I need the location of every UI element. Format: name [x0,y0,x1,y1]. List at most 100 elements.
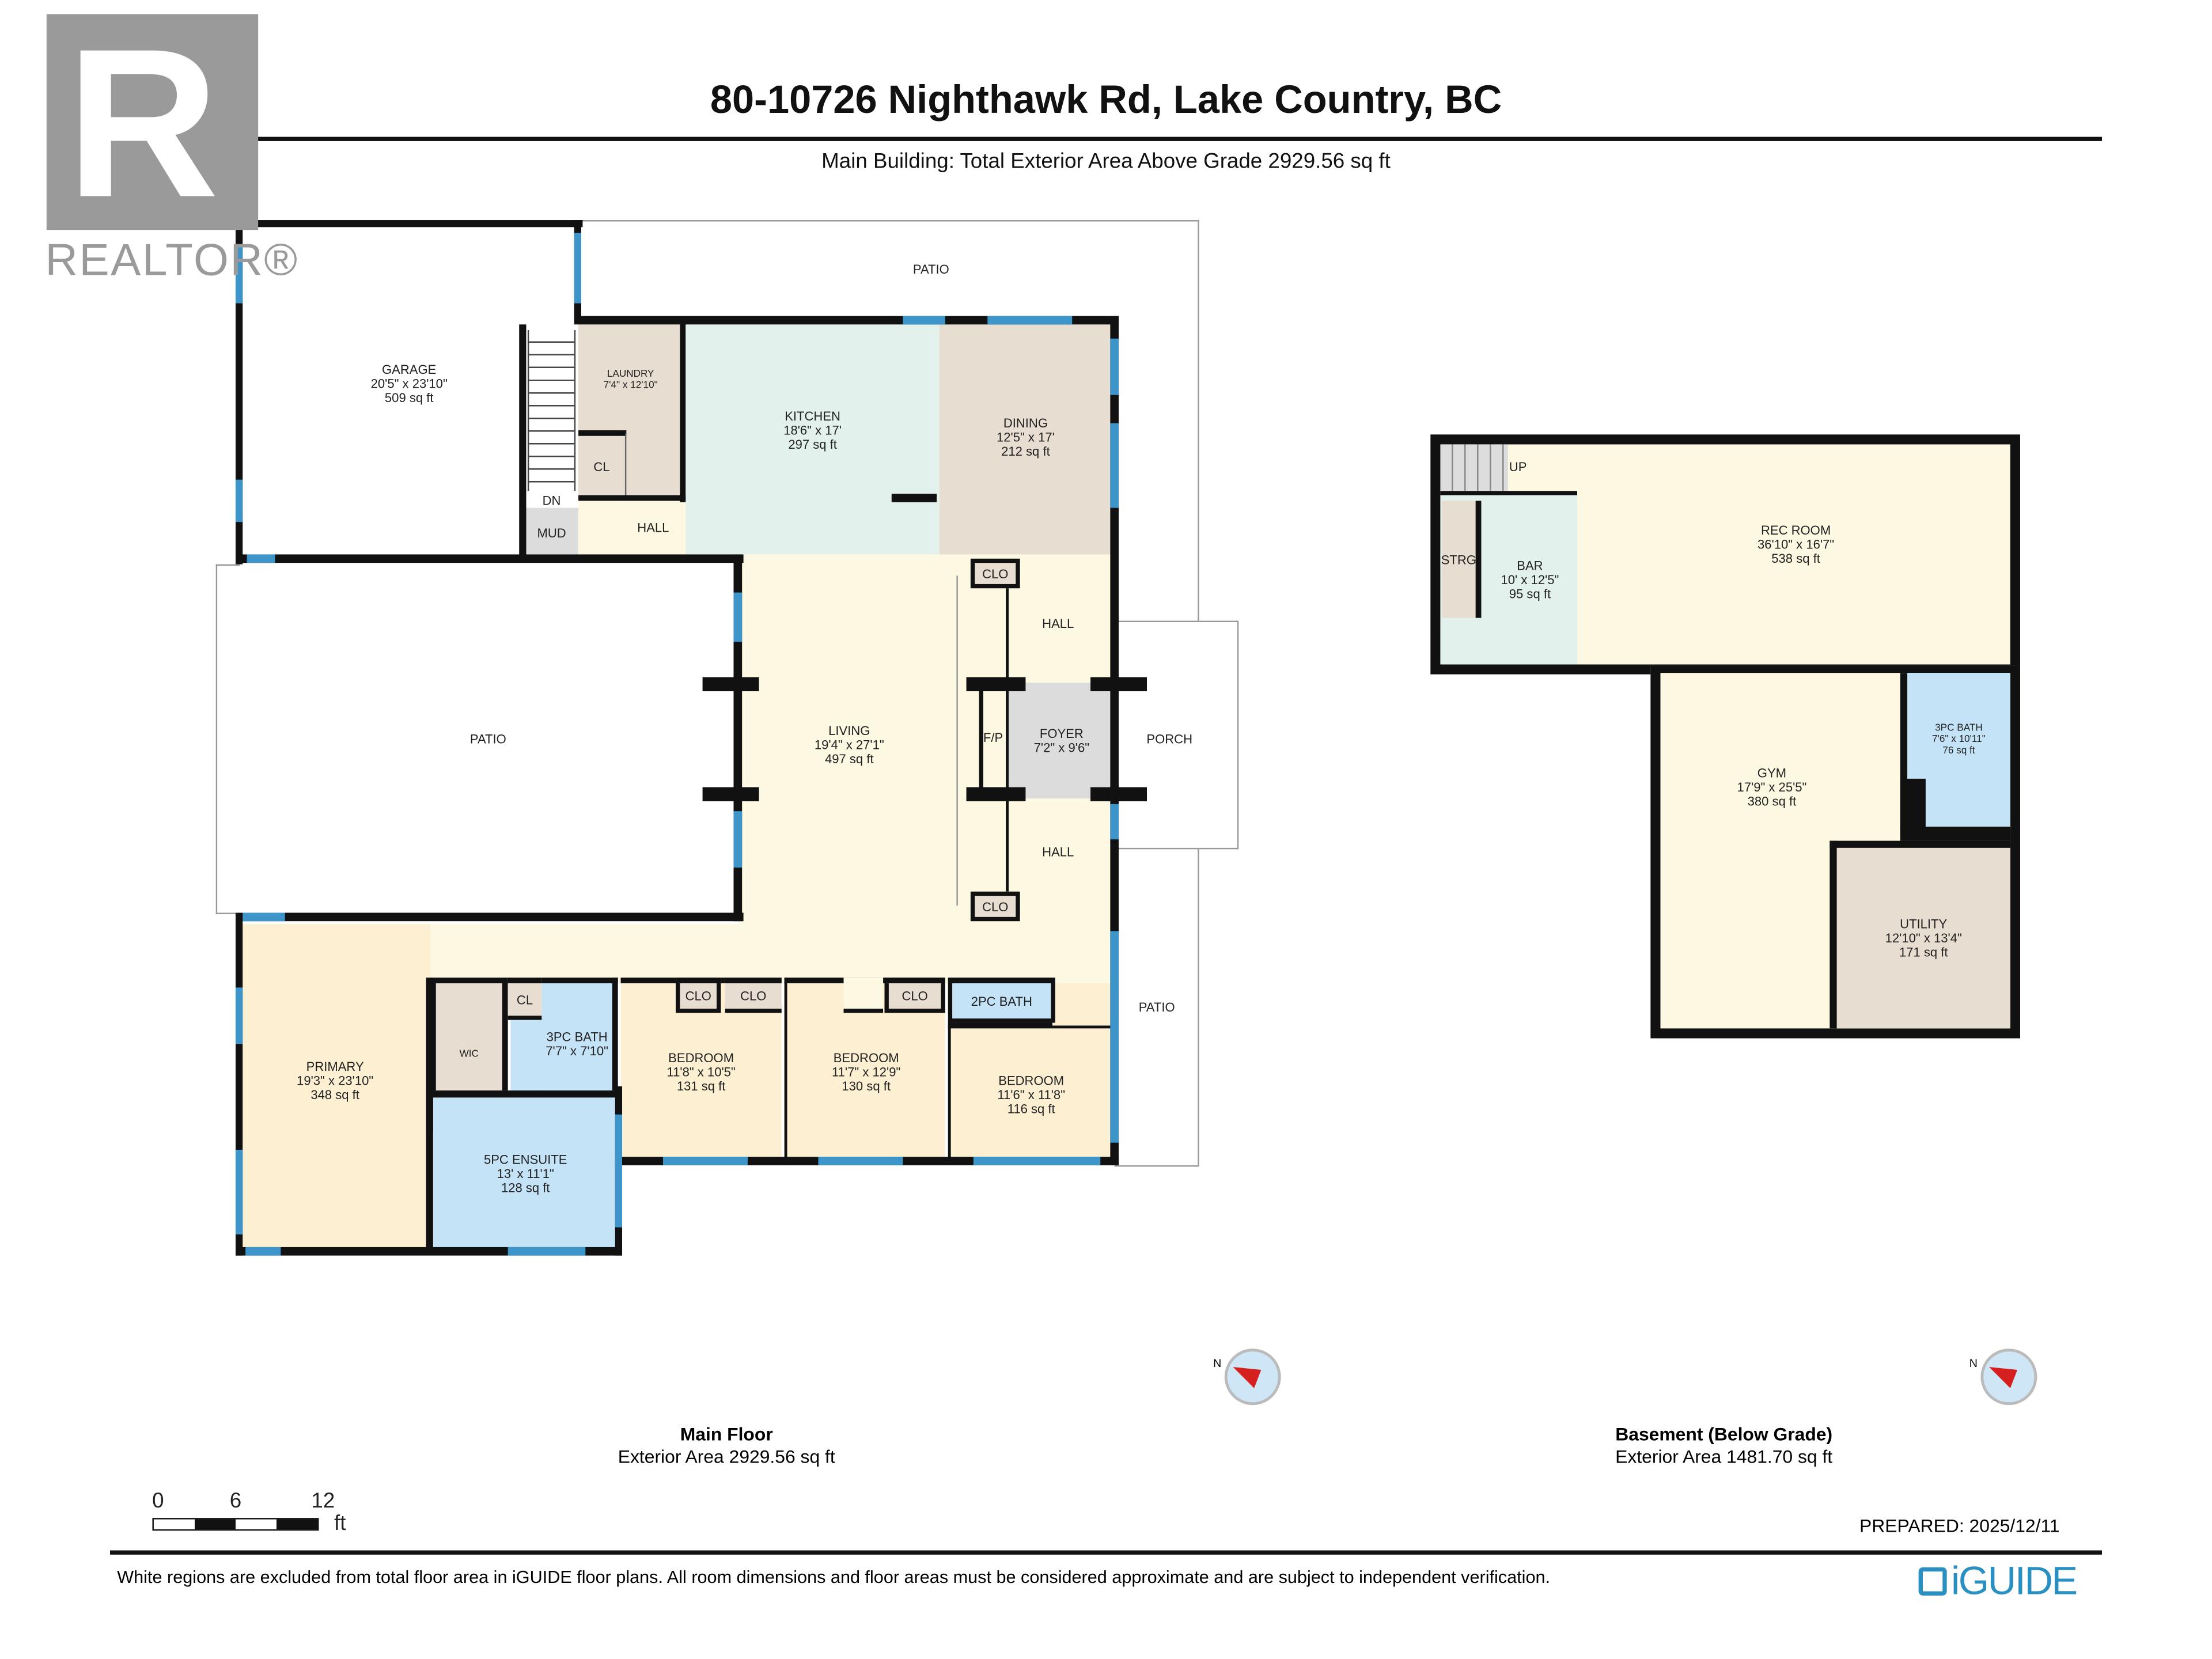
room-name: CLO [982,899,1009,914]
patio-outline [1198,846,1199,1165]
room-dims: 7'6" x 10'11" [1932,734,1986,745]
room-dims: 19'4" x 27'1" [814,737,884,752]
window [1110,423,1119,508]
closet-upper: CLO [970,558,1020,589]
realtor-logo-text: REALTOR® [45,234,299,285]
room-name: CL [593,460,610,474]
room-patio-right: PATIO [1138,1000,1175,1014]
wall-pier [1090,787,1147,802]
room-2pc-bath: 2PC BATH [948,978,1055,1023]
window [245,1247,281,1256]
wall-pier [966,677,1026,692]
room-area: 130 sq ft [842,1078,891,1093]
room-name: 3PC BATH [546,1029,608,1044]
room-dims: 20'5" x 23'10" [370,376,448,391]
room-dims: 11'8" x 10'5" [666,1064,736,1079]
scale-unit: ft [334,1512,346,1536]
window [733,592,743,642]
room-dims: 17'9" x 25'5" [1737,780,1807,794]
exterior-wall [235,912,744,922]
iguide-logo-text: iGUIDE [1950,1559,2078,1603]
room-area: 297 sq ft [788,436,837,451]
window [235,987,243,1044]
room-name: LAUNDRY [607,369,654,380]
footer-rule [110,1550,2103,1555]
patio-outline [215,564,244,914]
hall-niche [843,978,884,1013]
room-name: GYM [1757,766,1787,781]
room-area: 131 sq ft [676,1078,726,1093]
room-area: 116 sq ft [1007,1101,1055,1115]
room-dims: 7'2" x 9'6" [1033,740,1090,755]
room-name: KITCHEN [785,408,840,423]
room-dims: 7'4" x 12'10" [603,381,658,391]
window [1110,931,1119,1143]
room-name: GARAGE [382,362,437,377]
room-dims: 12'10" x 13'4" [1885,931,1962,945]
room-name: LIVING [828,724,870,738]
window [903,316,945,325]
room-name: CLO [685,988,711,1003]
closet-bedroom-1a: CLO [676,978,721,1013]
prepared-date: PREPARED: 2025/12/11 [1859,1515,2060,1536]
room-name: 5PC ENSUITE [483,1152,567,1167]
room-dims: 19'3" x 23'10" [297,1073,374,1087]
bath-extension [510,1020,542,1091]
room-area: 128 sq ft [501,1180,550,1195]
room-name: 3PC BATH [1935,724,1983,734]
room-name: REC ROOM [1760,523,1831,538]
window [235,247,243,304]
room-dims: 12'5" x 17' [996,429,1055,444]
room-utility: UTILITY 12'10" x 13'4" 171 sq ft [1830,840,2010,1029]
wall-pier [1090,677,1147,692]
patio-outline [578,220,1199,222]
window [243,912,285,922]
room-name: CLO [982,566,1009,581]
room-dims: 11'6" x 11'8" [997,1086,1066,1101]
room-dims: 36'10" x 16'7" [1757,537,1835,552]
window [615,1114,623,1228]
interior-wall [680,321,686,502]
interior-wall [1006,586,1009,892]
room-name: DINING [1003,415,1048,430]
interior-wall [519,324,527,559]
exterior-wall [235,220,583,228]
room-3pc-bath: 3PC BATH 7'7" x 7'10" [541,978,618,1091]
fireplace-wall [979,691,983,790]
room-dims: 10' x 12'5" [1501,573,1559,587]
room-mud: MUD [525,507,579,559]
room-name: CLO [902,988,928,1003]
room-porch: PORCH [1146,732,1193,747]
exterior-wall [574,316,1119,325]
main-floor-area: Exterior Area 2929.56 sq ft [618,1446,835,1467]
scale-tick-label: 0 [152,1488,164,1513]
footer-disclaimer: White regions are excluded from total fl… [117,1567,1551,1588]
room-name: 2PC BATH [971,994,1032,1008]
window [987,316,1073,325]
scale-bar-graphic [152,1518,319,1531]
room-patio-top: PATIO [912,262,949,277]
window [973,1157,1101,1165]
page-subtitle: Main Building: Total Exterior Area Above… [821,149,1391,174]
room-name: PATIO [469,732,506,747]
window [247,554,275,563]
room-name: WIC [459,1050,479,1060]
room-patio-left: PATIO [240,564,737,914]
room-5pc-ensuite: 5PC ENSUITE 13' x 11'1" 128 sq ft [433,1090,618,1250]
exterior-wall [235,554,744,563]
closet-laundry: CL [578,430,627,498]
room-name: UTILITY [1900,916,1948,931]
window [574,233,581,304]
window [507,1247,586,1256]
room-name: BEDROOM [998,1073,1065,1087]
realtor-logo-letter: R [66,4,219,241]
compass-icon: N [1213,1346,1286,1408]
room-dims: 11'7" x 12'9" [832,1064,901,1079]
room-name: HALL [637,520,669,535]
realtor-logo: R [46,4,259,241]
room-primary: PRIMARY 19'3" x 23'10" 348 sq ft [240,924,430,1250]
stairs [527,330,576,491]
room-area: 212 sq ft [1001,444,1050,458]
window [235,479,243,522]
room-dims: 13' x 11'1" [497,1166,554,1181]
